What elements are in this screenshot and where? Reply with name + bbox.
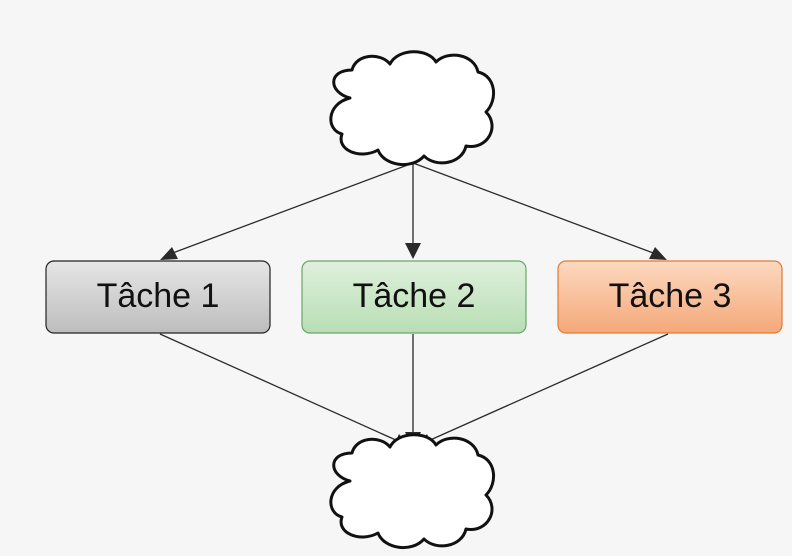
task-box-1: Tâche 1 bbox=[45, 260, 271, 334]
task-box-1-shape bbox=[45, 260, 271, 334]
task-label-3: Tâche 3 bbox=[609, 277, 732, 315]
task-box-2-shape bbox=[301, 260, 527, 334]
sink-cloud-icon bbox=[329, 433, 495, 549]
fork-edges bbox=[160, 162, 667, 260]
source-cloud-icon bbox=[329, 50, 495, 166]
task-box-2: Tâche 2 bbox=[301, 260, 527, 334]
edge-task-1-to-sink bbox=[159, 333, 399, 442]
task-box-3: Tâche 3 bbox=[557, 260, 783, 334]
edge-source-to-task-1 bbox=[169, 162, 414, 255]
arrowhead-task-2 bbox=[405, 243, 421, 259]
arrowhead-task-1 bbox=[160, 247, 178, 260]
edge-source-to-task-3 bbox=[412, 162, 657, 255]
task-label-2: Tâche 2 bbox=[353, 277, 476, 315]
edge-task-3-to-sink bbox=[427, 333, 669, 442]
join-edges bbox=[159, 333, 669, 448]
task-box-3-shape bbox=[557, 260, 783, 334]
arrowhead-task-3 bbox=[649, 247, 667, 260]
task-label-1: Tâche 1 bbox=[97, 277, 220, 315]
